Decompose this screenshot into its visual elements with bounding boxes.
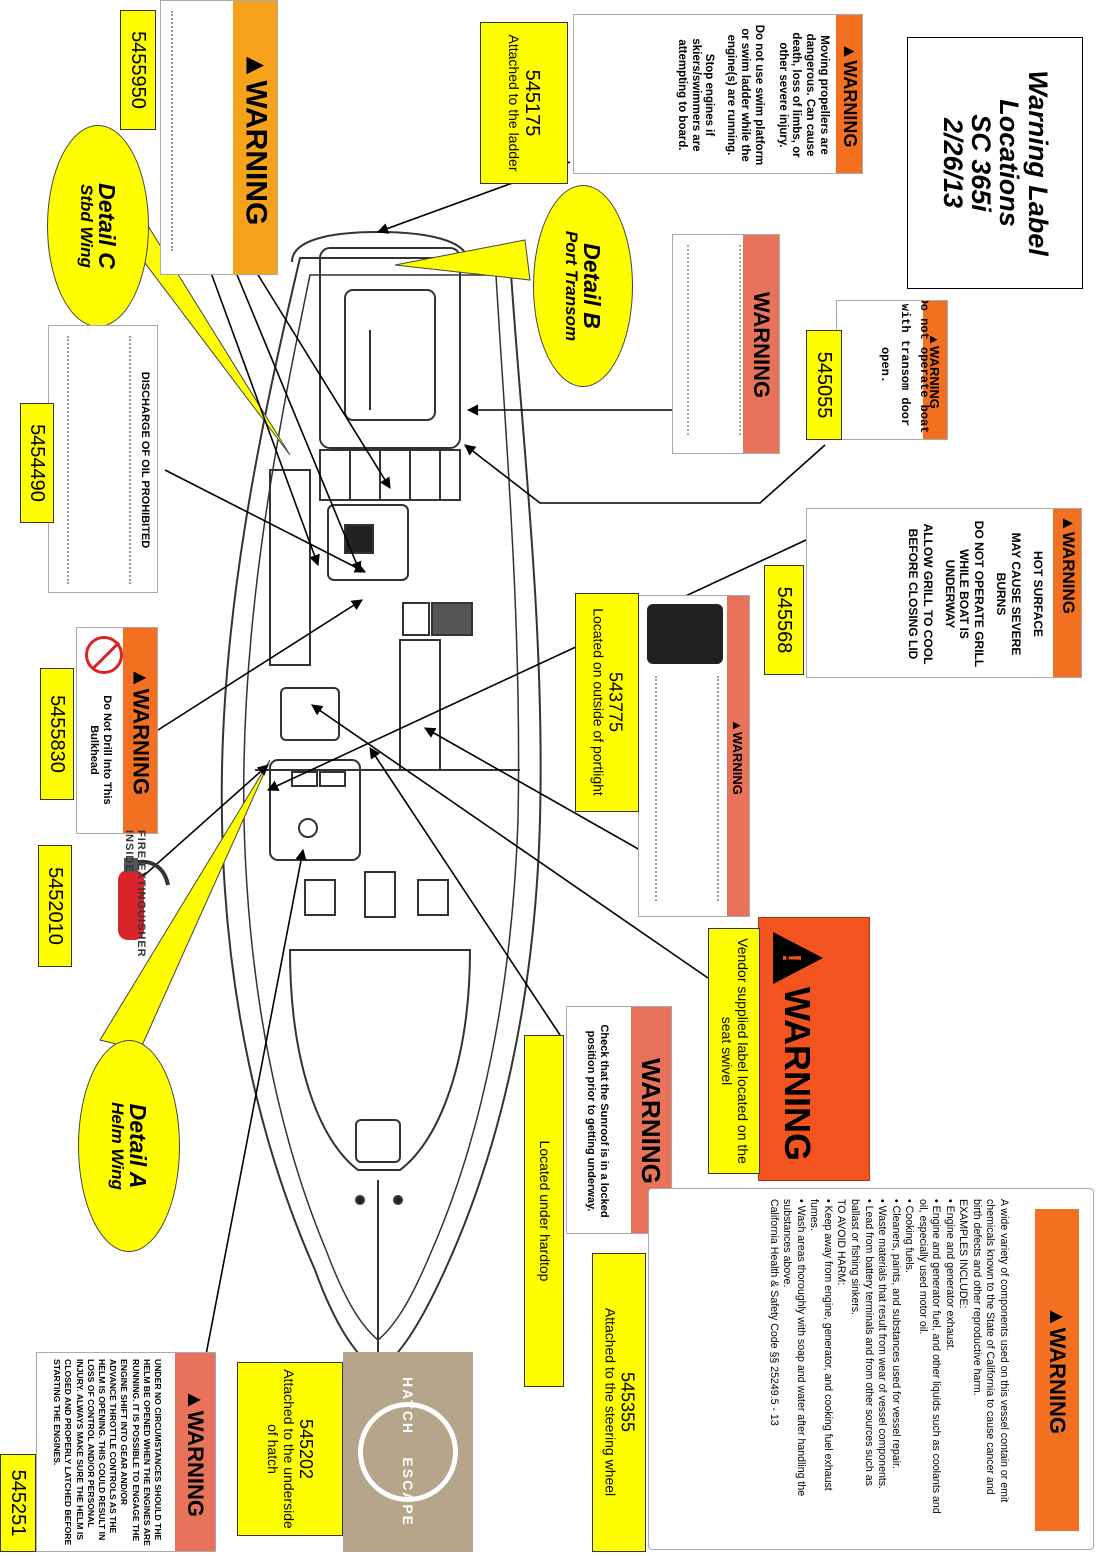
- callout-545202: 545202 Attached to the underside of hatc…: [237, 1362, 343, 1536]
- label-fire-extinguisher: FIRE EXTINGUISHER INSIDE: [80, 830, 190, 990]
- label-do-not-drill: ▲WARNING Do Not Drill Into This Bulkhead: [76, 627, 158, 834]
- label-seat-swivel-warning: ! WARNING: [758, 917, 870, 1181]
- warning-triangle-icon: !: [767, 928, 827, 988]
- label-california-prop65: ▲ WARNING A wide variety of components u…: [648, 1188, 1094, 1550]
- callout-545175: 545175 Attached to the ladder: [480, 22, 568, 184]
- no-drill-icon: [85, 636, 123, 674]
- callout-vendor-swivel: Vendor supplied label located on the sea…: [708, 928, 760, 1174]
- co-pictogram-icon: [647, 604, 723, 664]
- label-oil-discharge: DISCHARGE OF OIL PROHIBITED: [48, 325, 158, 593]
- label-carbon-monoxide-warning: ▲ WARNING: [638, 595, 750, 917]
- callout-545055: 545055: [806, 330, 842, 440]
- detail-c-bubble: Detail C Stbd Wing: [47, 125, 149, 327]
- callout-545251: 545251: [0, 1454, 36, 1552]
- callout-545568: 545568: [764, 565, 804, 675]
- svg-text:!: !: [777, 954, 807, 963]
- callout-545355: 545355 Attached to the steering wheel: [592, 1253, 646, 1552]
- callout-5454490: 5454490: [20, 403, 54, 523]
- fuel-label-fine-print: [167, 11, 227, 261]
- callout-5452010: 5452010: [38, 845, 72, 967]
- label-escape-hatch: HATCH ESCAPE: [343, 1352, 473, 1552]
- callout-sunroof-hardtop: Located under hardtop: [524, 1035, 564, 1387]
- callout-5455950: 5455950: [120, 10, 156, 130]
- sheet-title: Warning Label Locations SC 365i 2/26/13: [937, 70, 1053, 256]
- label-transom-warning: WARNING: [672, 234, 780, 454]
- label-transom-door-warning: ▲WARNING Do not operate boat with transo…: [836, 300, 948, 440]
- label-propeller-warning: ▲ WARNING Moving propellers are dangerou…: [573, 14, 863, 174]
- label-hot-surface-warning: ▲WARNING HOT SURFACE MAY CAUSE SEVERE BU…: [806, 508, 1082, 678]
- sheet-title-box: Warning Label Locations SC 365i 2/26/13: [907, 37, 1083, 289]
- callout-5455830: 5455830: [40, 668, 74, 800]
- callout-543775: 543775 Located on outside of portlight: [575, 593, 639, 812]
- detail-b-bubble: Detail B Port Transom: [533, 185, 633, 387]
- label-helm-warning: ▲ WARNING UNDER NO CIRCUMSTANCES SHOULD …: [36, 1352, 216, 1552]
- detail-a-bubble: Detail A Helm Wing: [78, 1040, 180, 1252]
- label-fuel-vapor-warning: ▲ WARNING: [160, 0, 278, 275]
